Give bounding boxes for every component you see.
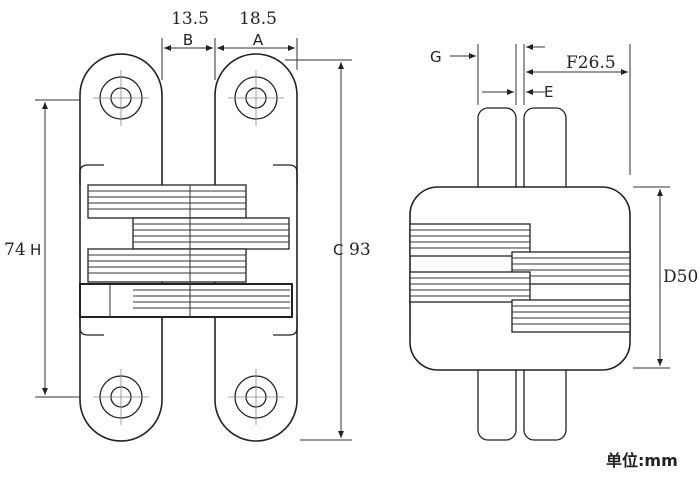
dim-c-value: 93 bbox=[349, 240, 371, 260]
dim-g-letter: G bbox=[430, 48, 442, 66]
dim-b-letter: B bbox=[183, 31, 193, 49]
link-bar-1 bbox=[87, 184, 247, 219]
dim-d-label: D50 bbox=[663, 267, 698, 287]
dimension-f: F26.5 bbox=[526, 44, 631, 175]
side-link-2 bbox=[511, 251, 631, 285]
side-link-1 bbox=[409, 223, 531, 257]
link-bar-2 bbox=[132, 217, 290, 250]
dim-f-label: F26.5 bbox=[566, 53, 616, 73]
dimension-a: 18.5 A bbox=[217, 9, 298, 70]
screw-hole-top-right bbox=[228, 70, 284, 126]
dimension-b: 13.5 B bbox=[161, 9, 216, 80]
left-leaf bbox=[79, 53, 163, 442]
dim-b-value: 13.5 bbox=[171, 9, 209, 29]
unit-note: 单位:mm bbox=[606, 451, 678, 470]
side-link-3 bbox=[409, 271, 531, 303]
dim-h-value: 74 bbox=[4, 240, 26, 260]
dim-a-letter: A bbox=[253, 31, 264, 49]
screw-hole-bottom-left bbox=[93, 369, 149, 425]
dimension-d: D50 bbox=[633, 186, 698, 369]
dim-h-letter: H bbox=[30, 241, 41, 259]
screw-hole-bottom-right bbox=[228, 369, 284, 425]
dim-c-letter: C bbox=[333, 241, 343, 259]
link-bar-3 bbox=[87, 248, 247, 283]
dim-a-value: 18.5 bbox=[239, 9, 277, 29]
front-view: 13.5 B 18.5 A 74 H C 93 bbox=[4, 9, 371, 442]
side-view: G E F26.5 D50 bbox=[409, 44, 698, 441]
screw-hole-top-left bbox=[93, 70, 149, 126]
dimension-e: E bbox=[482, 44, 553, 105]
side-link-4 bbox=[511, 299, 631, 333]
dimension-h: 74 H bbox=[4, 99, 80, 398]
dimension-g: G bbox=[430, 44, 517, 105]
link-bar-4 bbox=[79, 283, 293, 318]
dimension-c: C 93 bbox=[285, 59, 371, 441]
dim-e-letter: E bbox=[544, 83, 553, 101]
